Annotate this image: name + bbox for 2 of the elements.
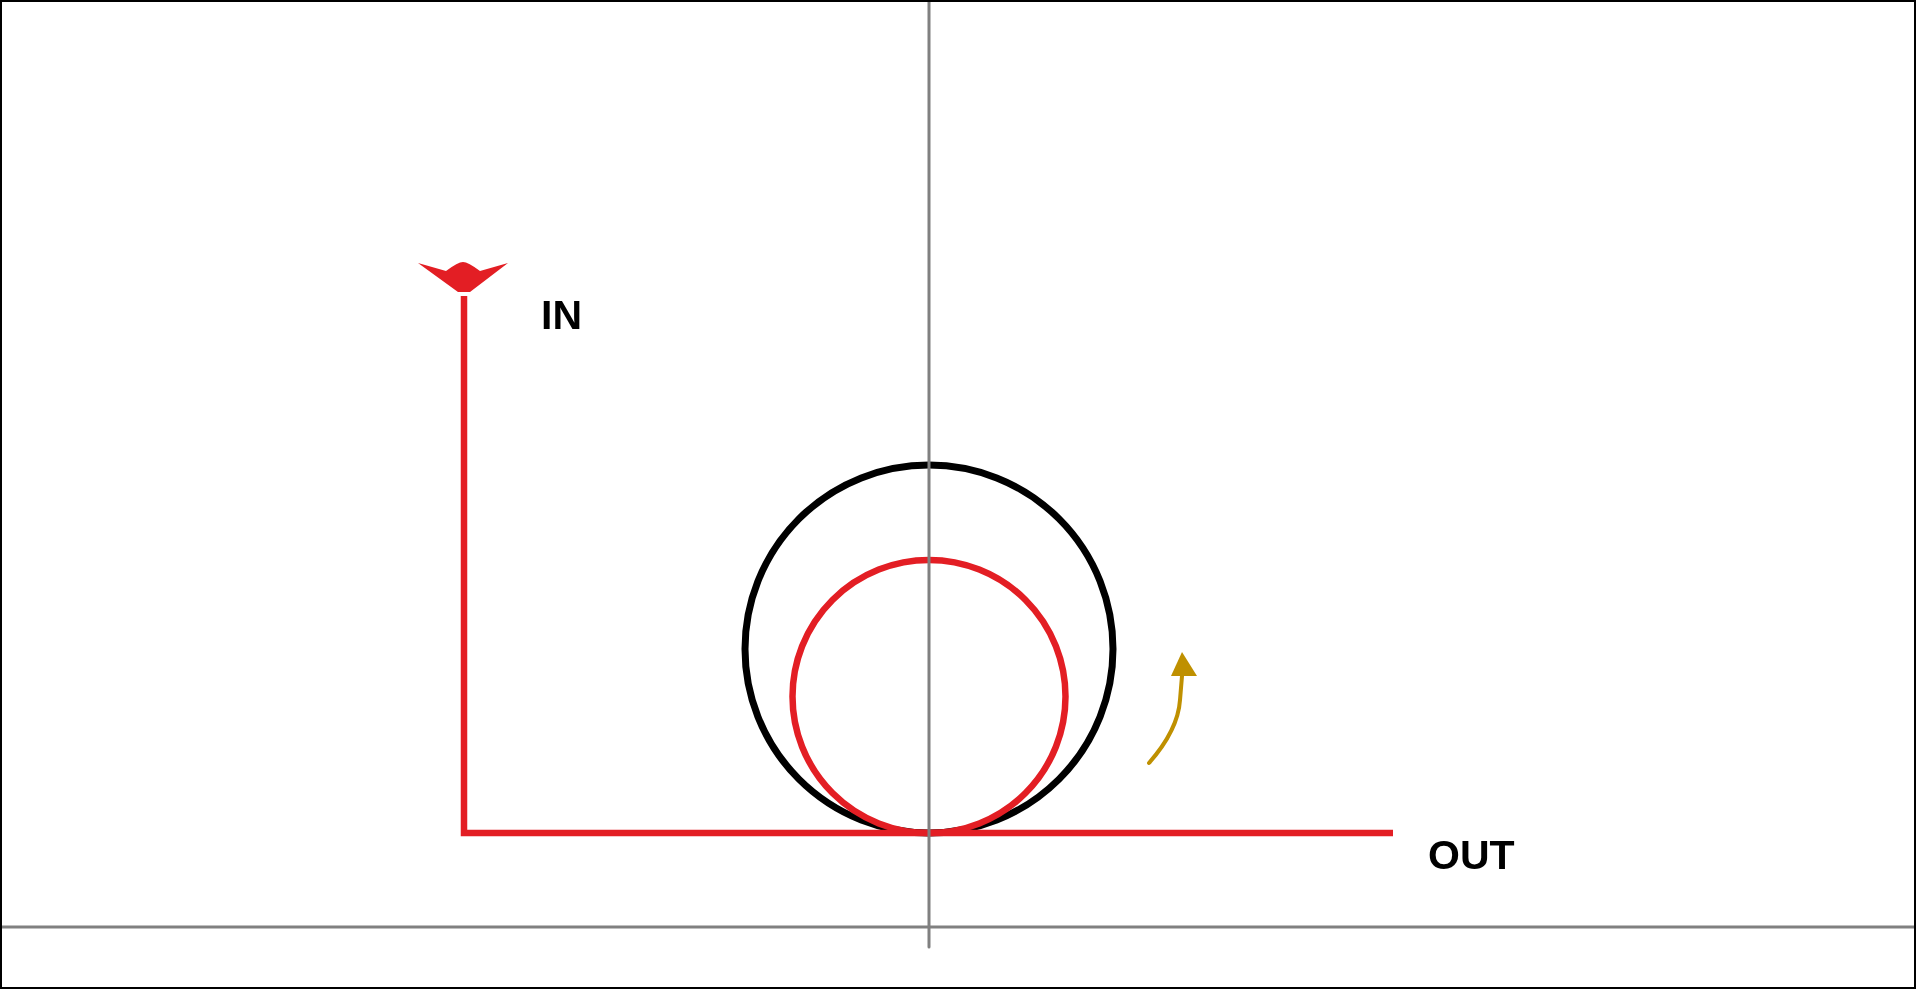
port-label: IN <box>541 295 582 336</box>
port-label: OUT <box>1428 835 1515 876</box>
